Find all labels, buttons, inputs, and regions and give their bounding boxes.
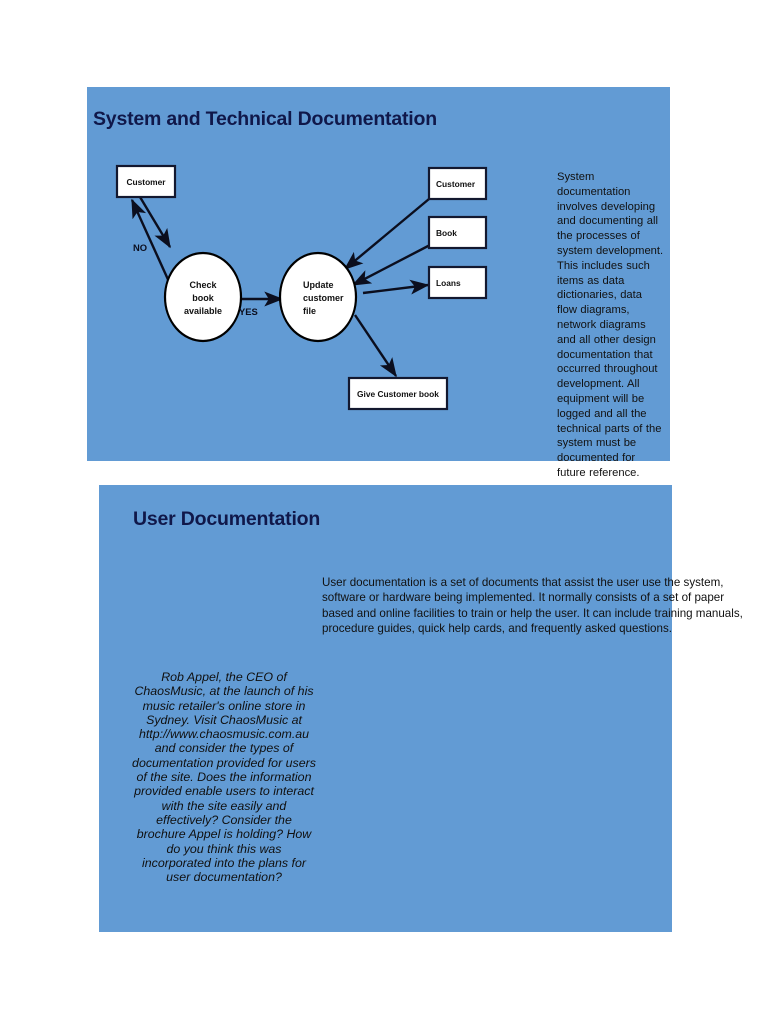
entity-book-right: Book (427, 215, 488, 250)
entity-label: Customer (436, 179, 476, 189)
branch-label-yes: YES (239, 306, 258, 317)
process-check-book-available: Check book available (163, 251, 243, 343)
flow-update-to-give-book (354, 314, 397, 378)
entity-label: Give Customer book (357, 389, 439, 399)
process-label-line-1: Update (303, 280, 334, 290)
process-label-line-3: file (303, 306, 316, 316)
entity-label: Loans (436, 278, 461, 288)
entity-label: Book (436, 228, 457, 238)
entity-label: Customer (126, 177, 166, 187)
entity-customer-top-left: Customer (115, 164, 177, 199)
system-documentation-paragraph: System documentation involves developing… (557, 171, 664, 479)
process-label-line-3: available (184, 306, 222, 316)
entity-loans-right: Loans (427, 265, 488, 300)
entity-customer-right: Customer (427, 166, 488, 201)
user-documentation-caption: Rob Appel, the CEO of ChaosMusic, at the… (132, 670, 316, 885)
user-documentation-panel (99, 485, 672, 932)
process-label-line-2: book (192, 293, 214, 303)
process-label-line-2: customer (303, 293, 344, 303)
branch-label-no: NO (133, 242, 147, 253)
entity-give-customer-book: Give Customer book (347, 376, 449, 411)
data-flow-diagram: Customer NO Check book available YES Upd… (87, 87, 670, 461)
process-update-customer-file: Update customer file (278, 251, 358, 343)
flow-customer-to-check (138, 196, 172, 249)
page-title-user: User Documentation (133, 508, 321, 530)
flow-update-to-loans (362, 279, 430, 295)
process-label-line-1: Check (189, 280, 217, 290)
user-documentation-paragraph: User documentation is a set of documents… (322, 576, 743, 636)
flow-customer-right-to-update (343, 198, 430, 270)
flow-book-to-update (351, 243, 431, 287)
page-title-system: System and Technical Documentation (93, 108, 437, 130)
